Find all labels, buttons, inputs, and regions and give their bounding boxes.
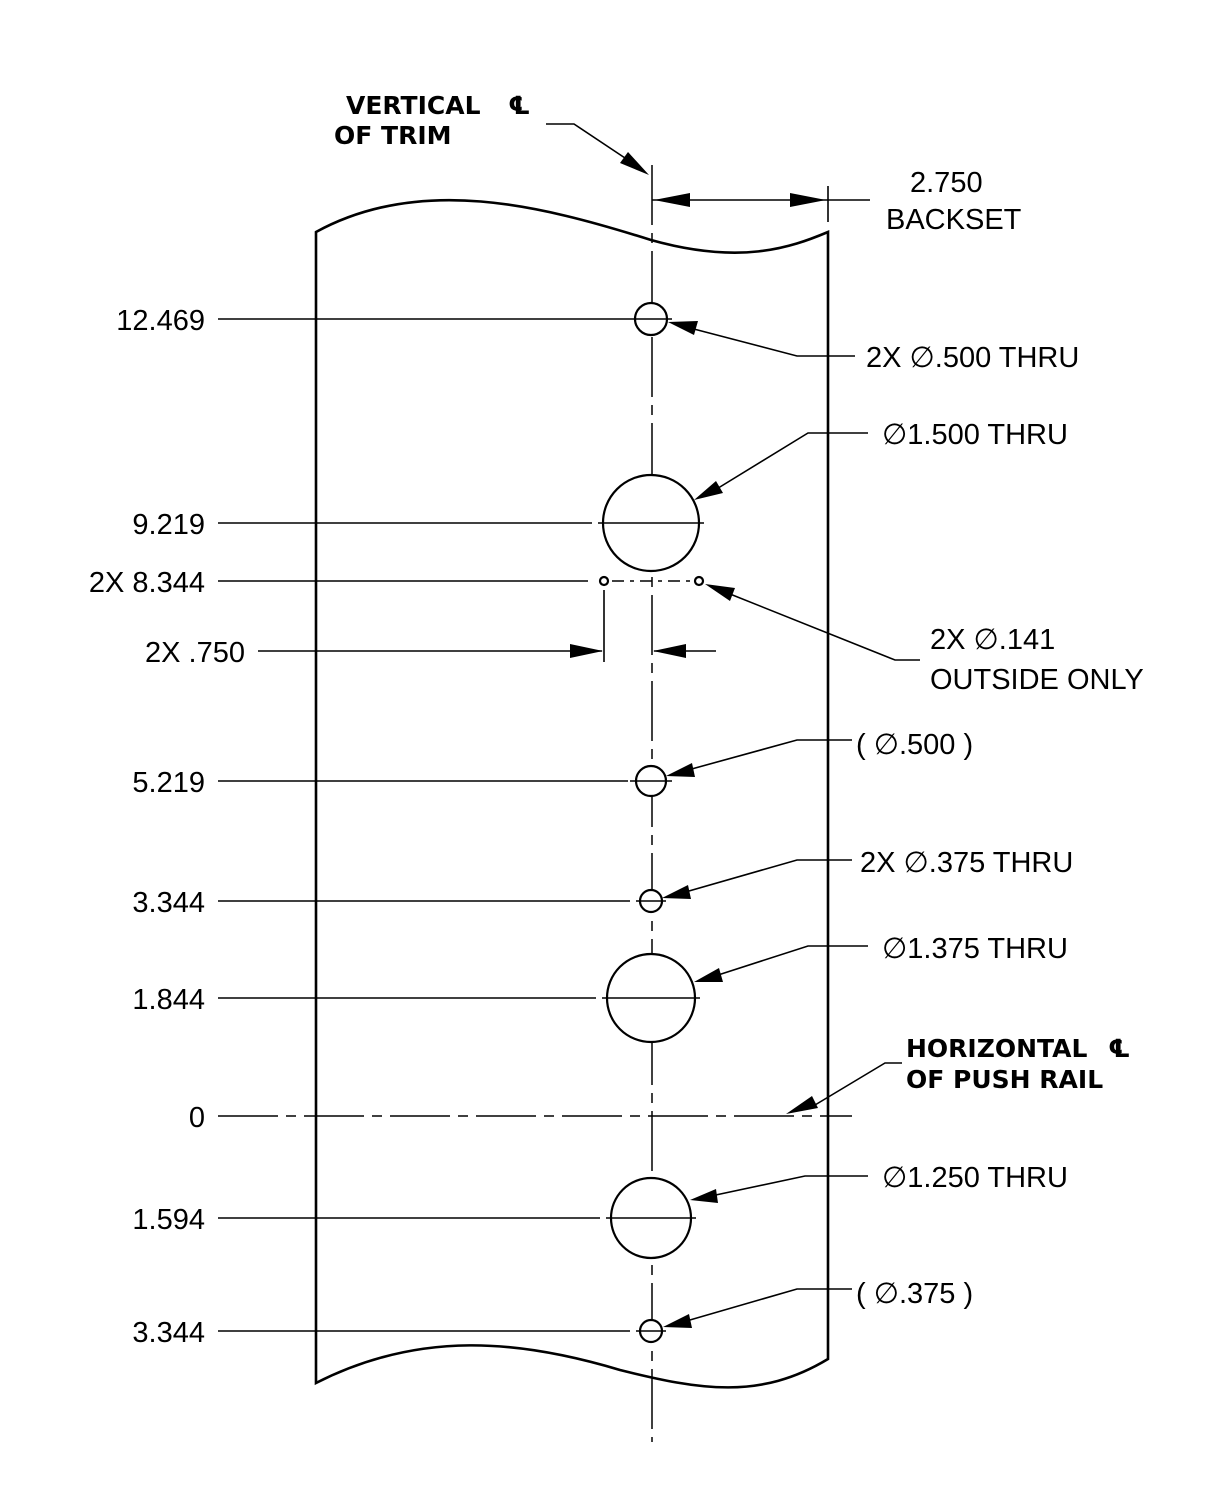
horizontal-cl-label: HORIZONTAL ℄ OF PUSH RAIL — [906, 1034, 1130, 1094]
dim-1594: 1.594 — [132, 1204, 205, 1236]
hole-1250 — [606, 1176, 696, 1260]
dim-8344: 2X 8.344 — [89, 567, 205, 599]
trim-outline — [314, 198, 830, 1389]
leader-500-thru — [689, 327, 855, 357]
arrow-375-ref — [663, 1314, 692, 1328]
hole-141-left — [598, 575, 610, 587]
leader-375-ref — [682, 1288, 852, 1323]
backset-arrow-left — [654, 193, 690, 207]
vertical-cl-label: VERTICAL ℄ OF TRIM — [334, 91, 530, 150]
dim-12469: 12.469 — [116, 305, 205, 337]
arrow-500-thru — [668, 321, 698, 335]
callout-1250: ∅1.250 THRU — [882, 1162, 1068, 1194]
leader-1500 — [714, 432, 868, 491]
hole-500-mid — [630, 764, 672, 798]
backset-label: BACKSET — [886, 204, 1022, 236]
arrow-1500 — [694, 481, 723, 500]
svg-text:OF PUSH RAIL: OF PUSH RAIL — [906, 1065, 1103, 1094]
dim-750: 2X .750 — [145, 637, 245, 669]
dim-0: 0 — [189, 1102, 205, 1134]
hole-375-lower — [636, 1318, 666, 1344]
dim-750-arrow-left — [570, 644, 603, 658]
svg-text:OF TRIM: OF TRIM — [334, 121, 452, 150]
leader-141 — [729, 593, 920, 661]
dim-9219: 9.219 — [132, 509, 205, 541]
callout-141-line2: OUTSIDE ONLY — [930, 664, 1144, 696]
svg-text:HORIZONTAL: HORIZONTAL — [906, 1034, 1087, 1063]
callout-375-ref: ( ∅.375 ) — [856, 1278, 973, 1310]
dim-3344-upper: 3.344 — [132, 887, 205, 919]
vertical-cl-arrow — [620, 152, 649, 175]
callout-500-thru: 2X ∅.500 THRU — [866, 342, 1079, 374]
horizontal-cl-arrow — [786, 1096, 818, 1114]
hole-500-top — [630, 301, 672, 337]
hole-1375 — [602, 952, 700, 1044]
callout-1375: ∅1.375 THRU — [882, 933, 1068, 965]
dim-1844: 1.844 — [132, 984, 205, 1016]
arrow-1250 — [690, 1189, 718, 1203]
svg-text:℄: ℄ — [508, 91, 530, 120]
hole-141-right — [693, 575, 705, 587]
hole-1500 — [598, 473, 704, 573]
callout-1500: ∅1.500 THRU — [882, 419, 1068, 451]
backset-value: 2.750 — [910, 167, 983, 199]
backset-arrow-right — [790, 193, 826, 207]
vertical-cl-leader — [546, 123, 629, 161]
arrow-375-thru — [662, 885, 691, 899]
svg-text:℄: ℄ — [1108, 1034, 1130, 1063]
leader-375-thru — [681, 859, 852, 894]
leader-1375 — [714, 945, 868, 977]
callout-500-ref: ( ∅.500 ) — [856, 729, 973, 761]
hole-375-upper — [636, 888, 666, 914]
callout-141-line1: 2X ∅.141 — [930, 624, 1055, 656]
dim-5219: 5.219 — [132, 767, 205, 799]
leader-500-ref — [687, 739, 852, 771]
callout-375-thru: 2X ∅.375 THRU — [860, 847, 1073, 879]
arrow-500-ref — [666, 763, 695, 777]
horizontal-cl-leader — [809, 1062, 902, 1109]
leader-1250 — [710, 1175, 868, 1197]
arrow-141 — [705, 584, 735, 601]
arrow-1375 — [694, 968, 723, 982]
dim-3344-lower: 3.344 — [132, 1317, 205, 1349]
dim-750-arrow-right — [653, 644, 686, 658]
svg-text:VERTICAL: VERTICAL — [346, 91, 481, 120]
